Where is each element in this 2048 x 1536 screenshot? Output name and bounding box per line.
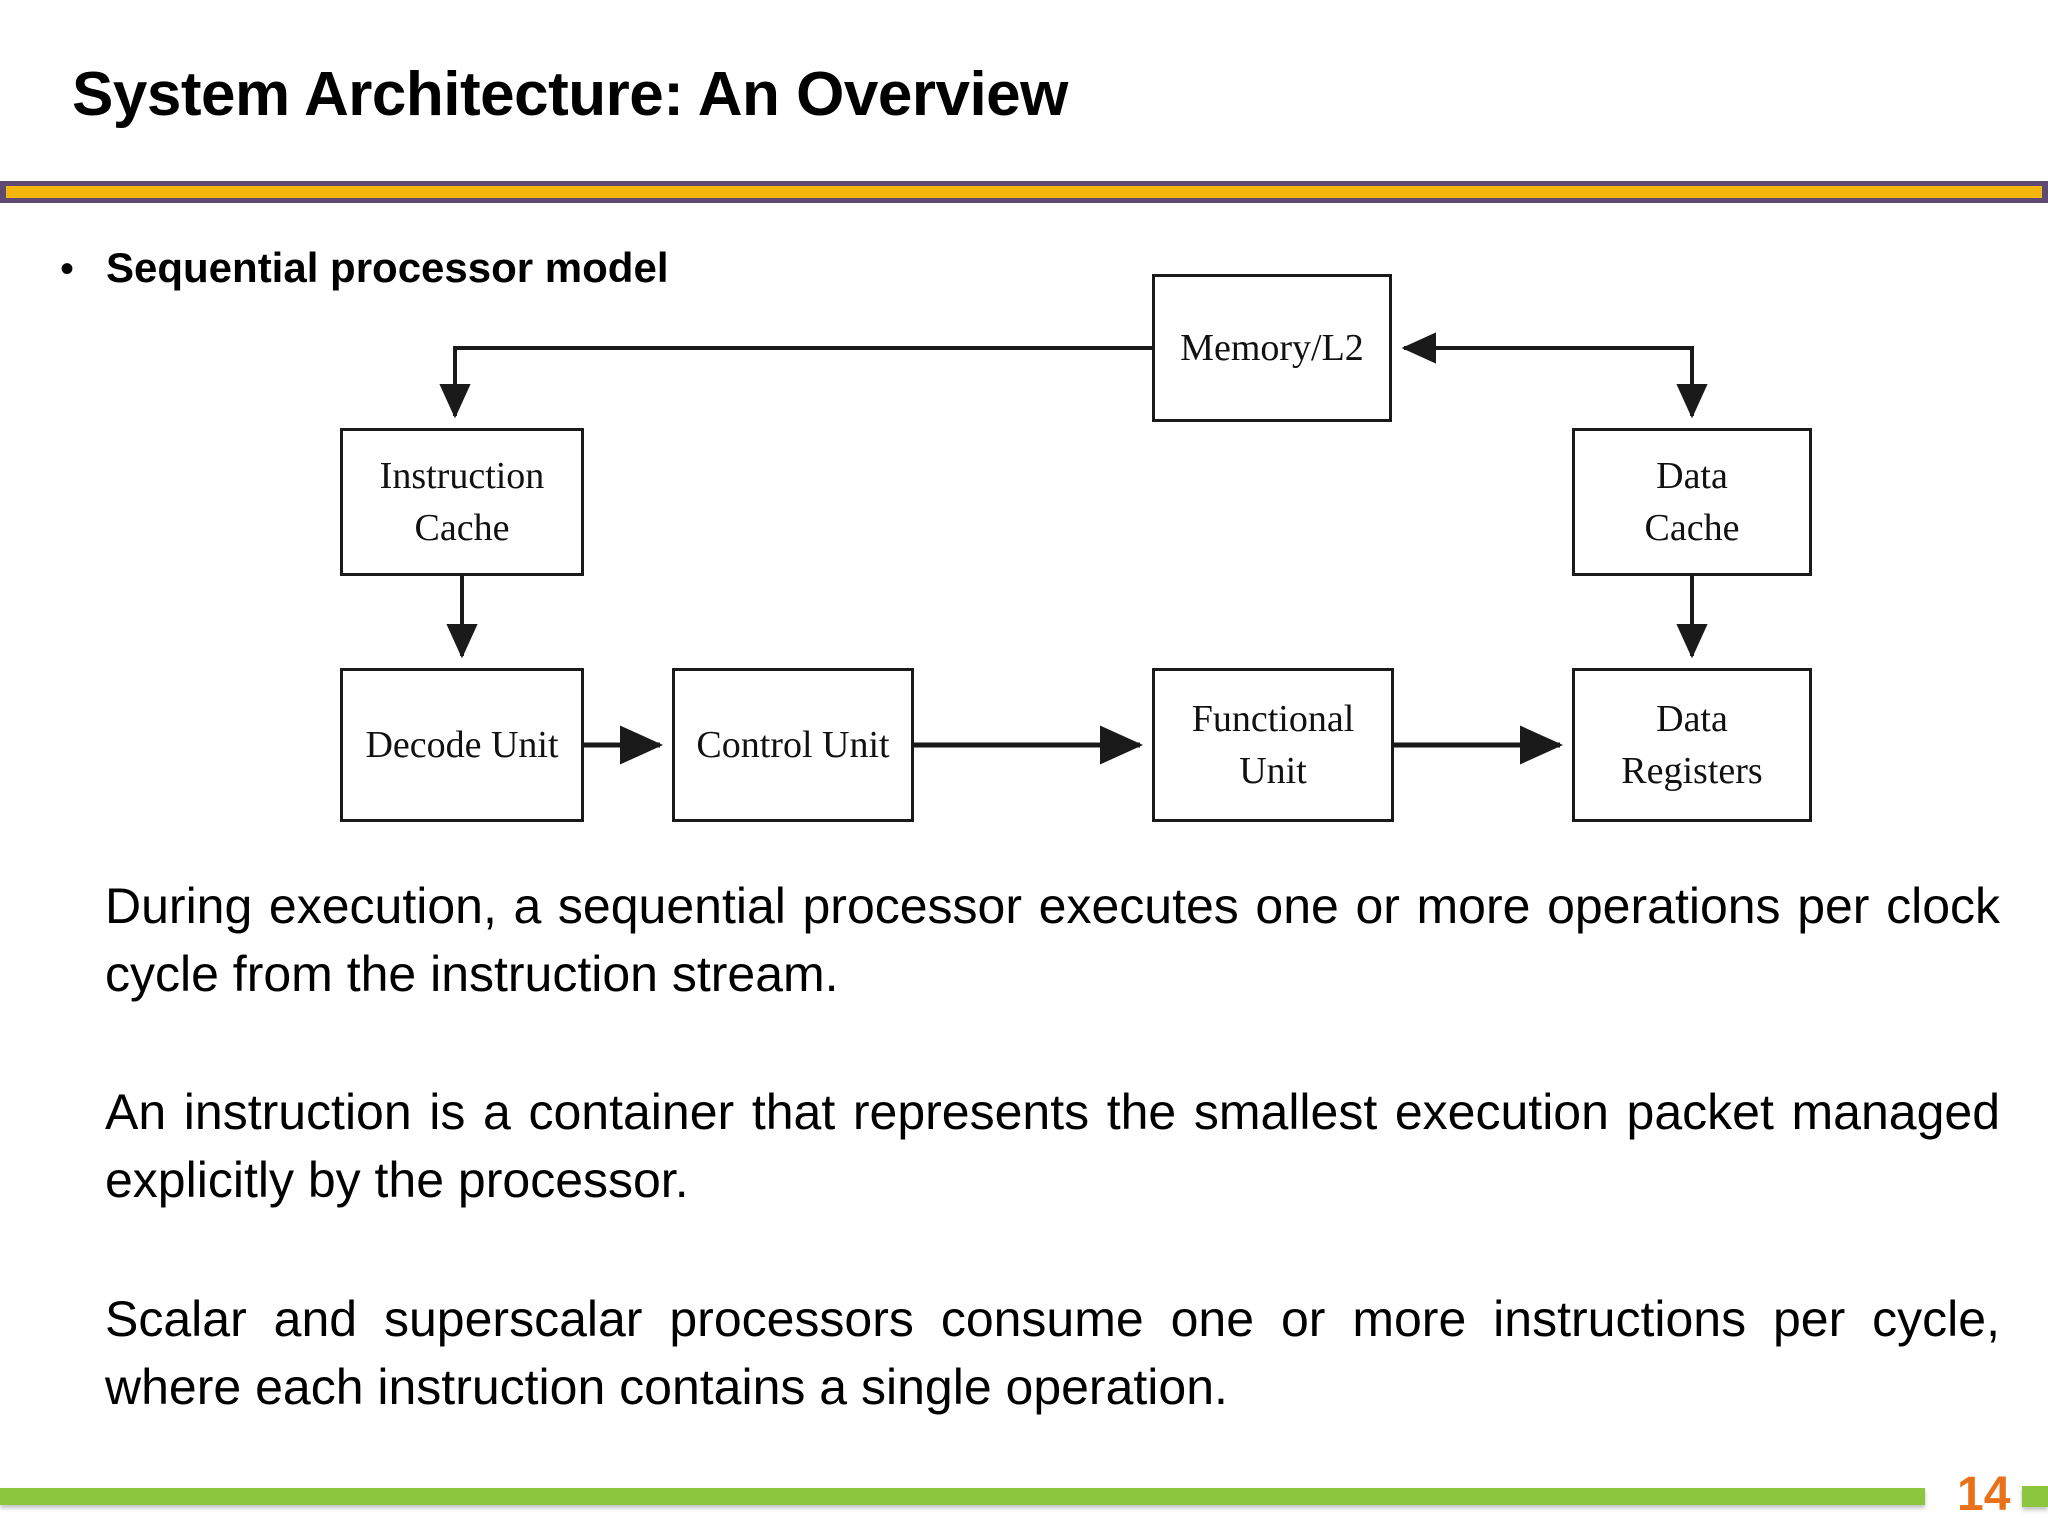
footer-bar	[0, 1488, 1925, 1505]
diagram-box-instruction-cache: Instruction Cache	[340, 428, 584, 576]
diagram-box-label: Decode Unit	[365, 724, 559, 766]
diagram-box-data-registers: Data Registers	[1572, 668, 1812, 822]
diagram-box-control-unit: Control Unit	[672, 668, 914, 822]
header-divider	[0, 181, 2048, 203]
bullet-item-sequential-processor-model: • Sequential processor model	[60, 240, 669, 297]
bullet-dot-icon: •	[60, 247, 75, 291]
diagram-box-label: Data Registers	[1621, 698, 1763, 792]
diagram-box-functional-unit: Functional Unit	[1152, 668, 1394, 822]
body-paragraph-1: During execution, a sequential processor…	[105, 878, 2000, 1002]
page-number: 14	[1957, 1468, 2011, 1521]
page-title: System Architecture: An Overview	[72, 60, 1068, 129]
diagram-box-label: Functional Unit	[1191, 698, 1355, 792]
diagram-box-label: Data Cache	[1644, 455, 1740, 549]
diagram-box-data-cache: Data Cache	[1572, 428, 1812, 576]
diagram-box-label: Control Unit	[696, 724, 890, 766]
header-divider-accent	[6, 186, 2042, 198]
body-paragraph-3: Scalar and superscalar processors consum…	[105, 1291, 2000, 1415]
diagram-box-label: Instruction Cache	[379, 455, 545, 549]
edge-memory-to-instruction-cache	[439, 346, 1152, 419]
diagram-box-memory-l2: Memory/L2	[1152, 274, 1392, 422]
edge-memory-to-data-cache	[1410, 346, 1708, 419]
bullet-item-label: Sequential processor model	[106, 244, 669, 291]
diagram-box-decode-unit: Decode Unit	[340, 668, 584, 822]
footer-accent-square	[2022, 1486, 2048, 1507]
diagram-box-label: Memory/L2	[1180, 327, 1364, 369]
body-paragraph-2: An instruction is a container that repre…	[105, 1084, 2000, 1208]
